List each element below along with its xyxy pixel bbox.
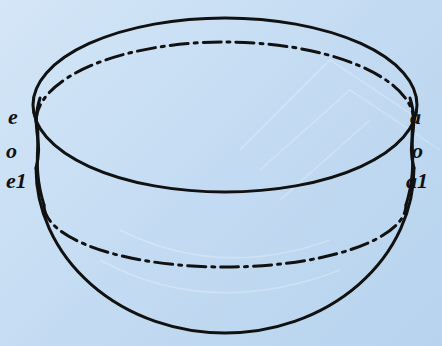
point-label: a xyxy=(410,106,421,128)
point-label: e xyxy=(8,106,18,128)
upper-ring-edge xyxy=(33,18,417,192)
point-label: a1 xyxy=(406,170,428,192)
side-edge xyxy=(34,112,44,205)
point-label: e1 xyxy=(6,170,27,192)
point-label: o xyxy=(412,140,423,162)
hidden-edge xyxy=(44,205,406,267)
point-label: o xyxy=(6,140,17,162)
watermark xyxy=(100,60,440,293)
lower-ring-edge xyxy=(36,168,414,333)
hidden-edge xyxy=(36,42,414,122)
